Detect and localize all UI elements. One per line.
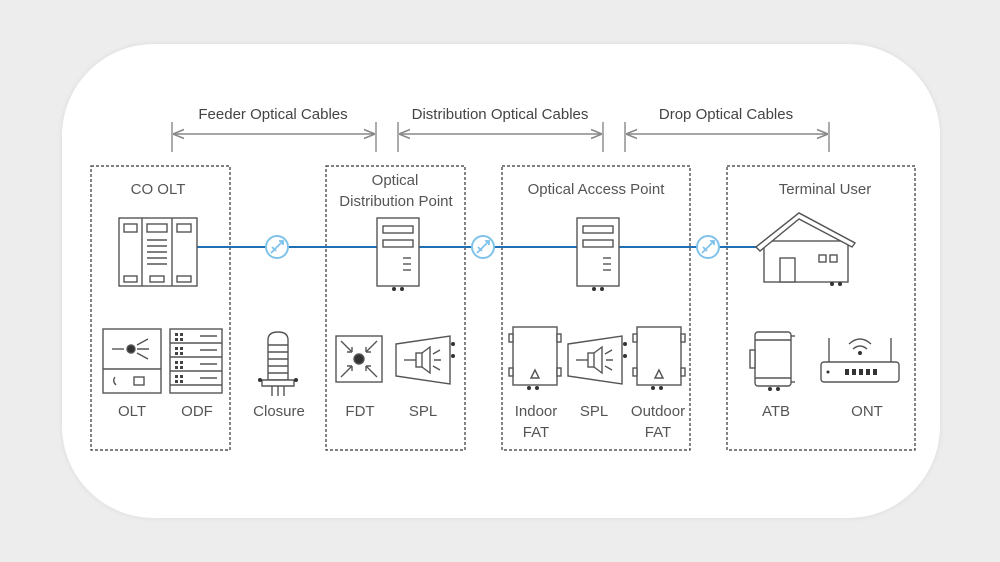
odp-box [325,165,466,451]
outdoor-label: Outdoor [630,403,686,420]
distribution-span-line [397,122,604,152]
atb-label: ATB [761,403,791,420]
feeder-span-label: Feeder Optical Cables [194,106,352,124]
terminal-title: Terminal User [778,181,872,198]
feeder-span-line [171,122,377,152]
drop-span-label: Drop Optical Cables [654,106,798,124]
spl-label: SPL [579,403,609,420]
odp-cabinet-icon [376,217,420,291]
oap-cabinet-icon [576,217,620,291]
indoor-label: Indoor [514,403,558,420]
co-olt-box [90,165,231,451]
connector-icon [265,235,289,259]
odp-title-line1: Optical [371,172,419,189]
distribution-span-label: Distribution Optical Cables [407,106,593,124]
indoor-fat-icon [508,326,562,390]
co-olt-title: CO OLT [130,181,186,198]
olt-label: OLT [117,403,147,420]
house-icon [754,212,857,286]
oap-title: Optical Access Point [527,181,665,198]
indoor-fat-label: FAT [522,424,550,441]
fdt-icon [335,335,383,383]
odf-label: ODF [181,403,213,420]
co-olt-rack-icon [118,217,198,287]
ont-label: ONT [851,403,883,420]
fdt-label: FDT [345,403,375,420]
oap-box [501,165,691,451]
closure-label: Closure [253,403,305,420]
splitter-icon [395,335,455,385]
closure-icon [258,331,298,396]
olt-icon [102,328,162,394]
odf-icon [169,328,223,394]
atb-icon [749,331,795,391]
ont-icon [820,338,900,383]
terminal-box [726,165,916,451]
odp-title-line2: Distribution Point [339,193,453,210]
spl-label: SPL [408,403,438,420]
connector-icon [471,235,495,259]
outdoor-fat-icon [632,326,686,390]
outdoor-fat-label: FAT [644,424,672,441]
splitter-icon [567,335,627,385]
connector-icon [696,235,720,259]
drop-span-line [624,122,830,152]
